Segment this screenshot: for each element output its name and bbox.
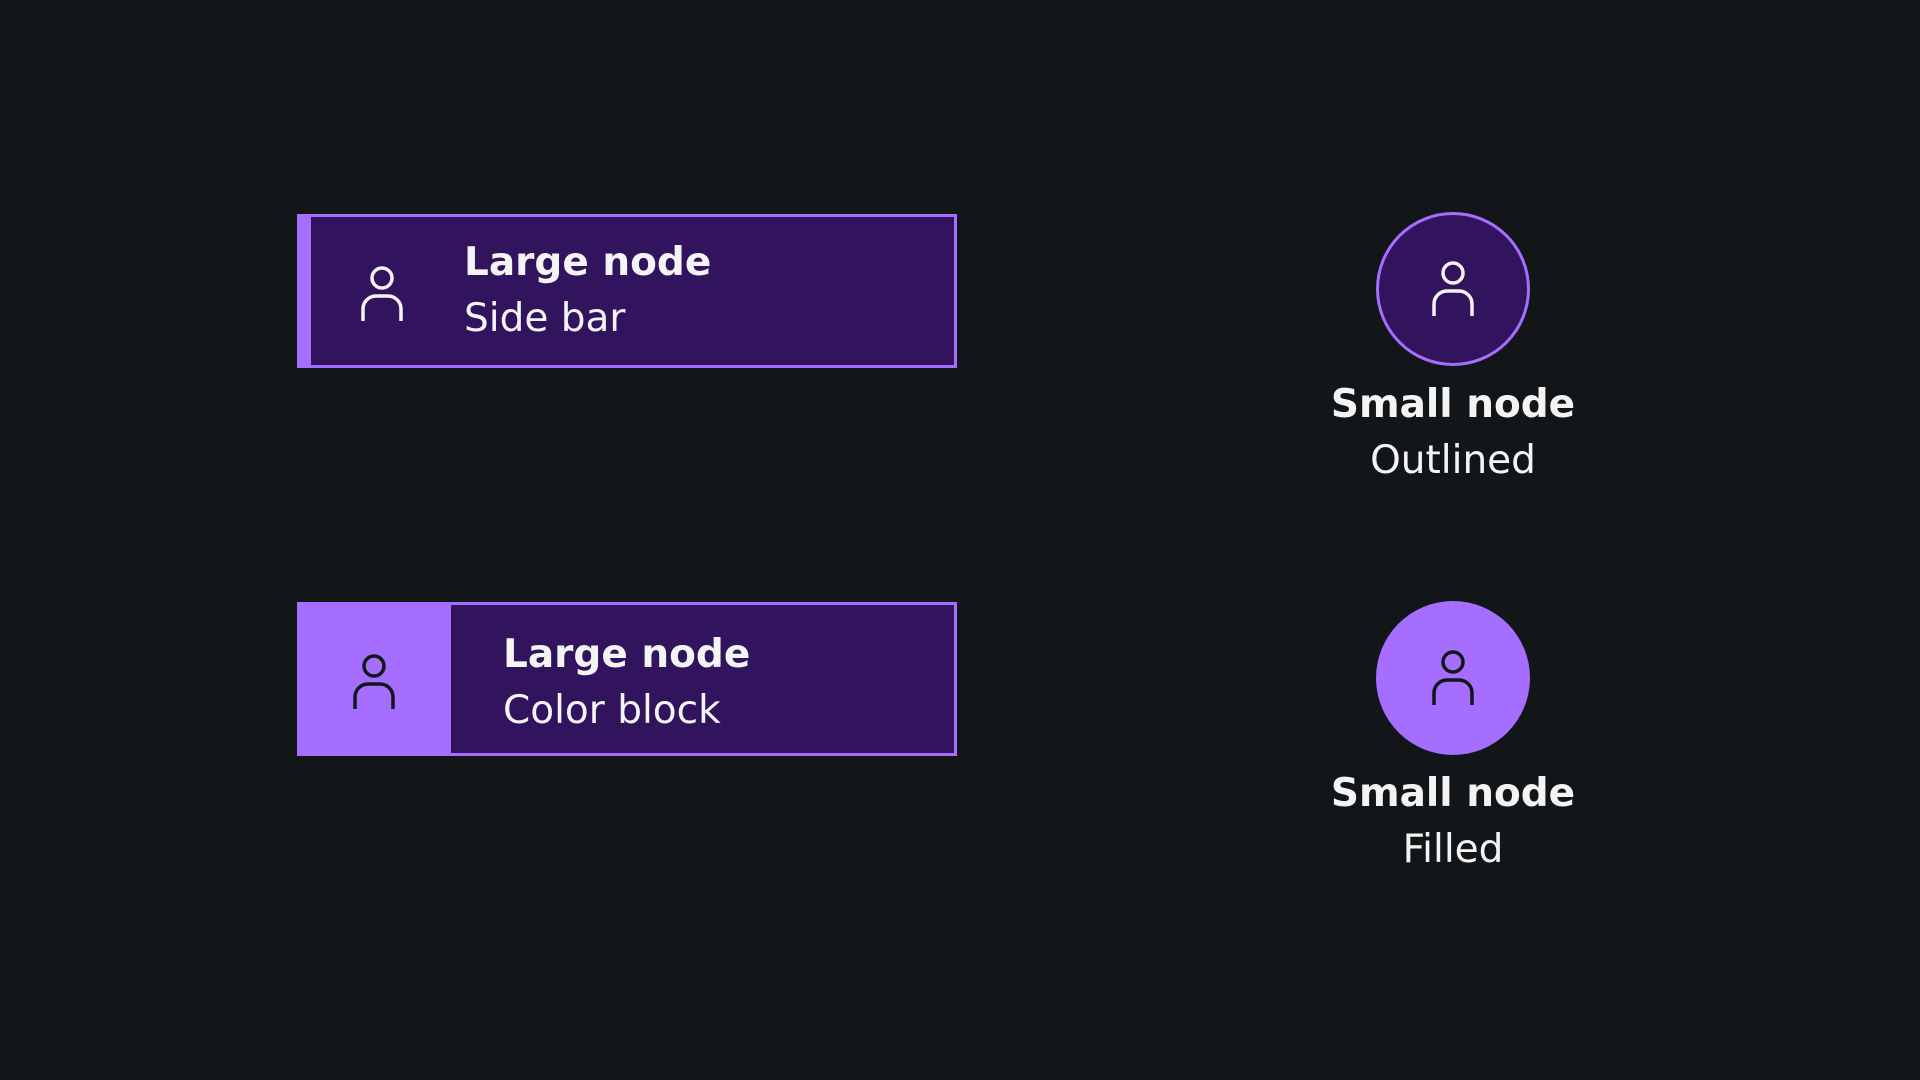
small-node-circle[interactable] xyxy=(1376,212,1530,366)
large-node-text: Large node Side bar xyxy=(464,235,711,347)
node-subtitle: Color block xyxy=(503,688,721,733)
color-block-accent xyxy=(300,605,451,753)
small-node-filled[interactable]: Small node Filled xyxy=(1331,601,1575,872)
node-subtitle: Outlined xyxy=(1370,438,1536,483)
small-node-circle[interactable] xyxy=(1376,601,1530,755)
user-icon xyxy=(1432,261,1474,316)
large-node-side-bar[interactable]: Large node Side bar xyxy=(297,214,957,368)
user-icon xyxy=(353,654,395,709)
small-node-label: Small node Outlined xyxy=(1331,377,1575,489)
small-node-outlined[interactable]: Small node Outlined xyxy=(1331,212,1575,483)
node-title: Small node xyxy=(1330,382,1576,427)
small-node-label: Small node Filled xyxy=(1331,766,1575,878)
large-node-color-block[interactable]: Large node Color block xyxy=(297,602,957,756)
user-icon xyxy=(1432,650,1474,705)
node-title: Small node xyxy=(1330,771,1576,816)
node-subtitle: Side bar xyxy=(464,296,626,341)
node-title: Large node xyxy=(503,632,751,677)
large-node-text: Large node Color block xyxy=(503,627,750,739)
node-title: Large node xyxy=(464,240,712,285)
node-subtitle: Filled xyxy=(1402,827,1504,872)
side-bar-accent xyxy=(300,217,311,365)
user-icon xyxy=(361,266,403,321)
